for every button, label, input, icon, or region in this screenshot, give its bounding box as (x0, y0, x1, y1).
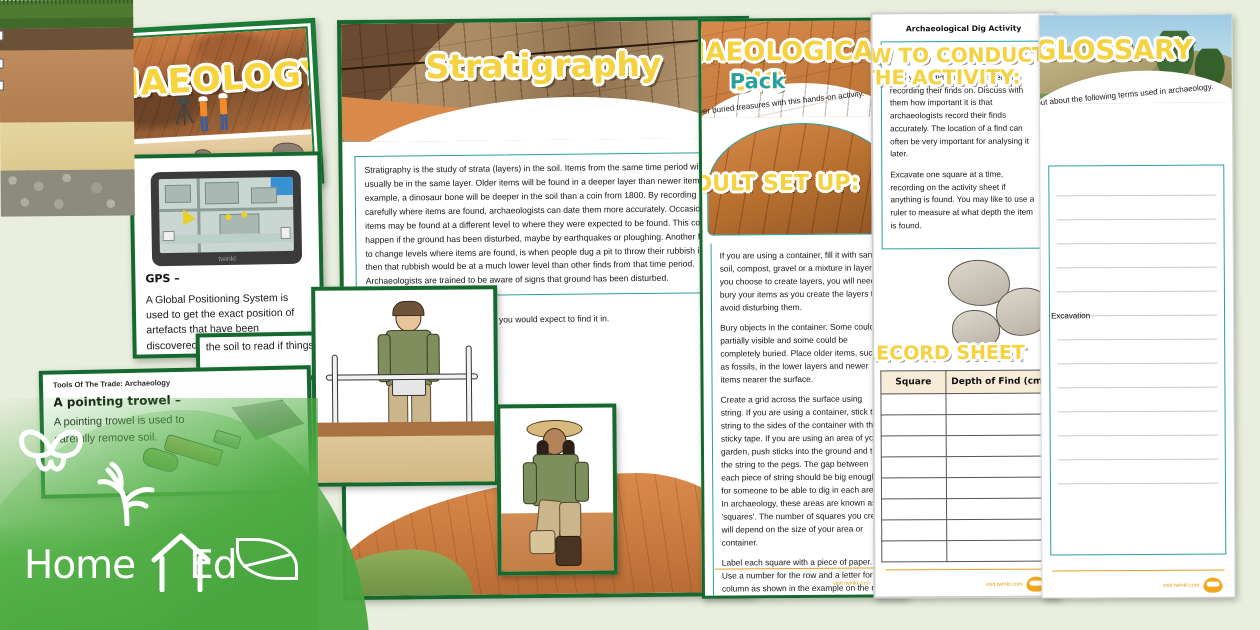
detector-crossbar (325, 373, 478, 381)
detector-ground (316, 429, 495, 483)
glossary-footer-rule (1052, 569, 1225, 572)
layer-marker-b (0, 58, 4, 69)
table-row[interactable] (881, 540, 1053, 562)
glossary-line[interactable] (1057, 387, 1218, 413)
glossary-line[interactable] (1057, 459, 1218, 485)
metal-detectorist-photo-card[interactable] (311, 285, 499, 487)
dig-footer-text: visit twinkl.com (833, 580, 870, 587)
layer-marker-d (0, 107, 3, 117)
layer-marker-c (0, 80, 4, 91)
glossary-line[interactable] (1056, 243, 1217, 269)
dig-paragraph-2: Bury objects in the container. Some coul… (720, 321, 886, 385)
glossary-line[interactable] (1056, 195, 1217, 221)
table-row[interactable] (881, 414, 1053, 436)
glossary-line[interactable] (1057, 363, 1218, 389)
glossary-line[interactable] (1058, 484, 1218, 509)
glossary-footer-text: visit twinkl.com (1162, 582, 1200, 589)
glossary-card[interactable]: GLOSSARY Find out about the following te… (1038, 13, 1236, 599)
howto-text-box: HOW TO CONDUCT THE ACTIVITY: Give your c… (870, 40, 1048, 250)
table-row[interactable] (881, 519, 1053, 541)
table-row[interactable] (881, 477, 1053, 499)
howto-title: HOW TO CONDUCT THE ACTIVITY: (870, 42, 1046, 90)
soil-layer-topsoil (0, 27, 134, 51)
detector-trench-wall (316, 421, 495, 437)
glossary-line[interactable] (1056, 171, 1217, 197)
how-to-conduct-activity-card[interactable]: Archaeological Dig Activity HOW TO CONDU… (870, 11, 1060, 599)
soil-layer-subsoil (0, 49, 135, 123)
glossary-line[interactable] (1057, 339, 1218, 365)
howto-footer-brand: visit twinkl.com (985, 576, 1046, 592)
glossary-title: GLOSSARY (1039, 34, 1194, 67)
howto-paragraph-2: Excavate one square at a time, recording… (890, 169, 1035, 231)
dig-paragraph-3: Create a grid across the surface using s… (720, 393, 888, 548)
howto-page-header: Archaeological Dig Activity (905, 23, 1022, 34)
stratigraphy-header-banner: Stratigraphy (341, 19, 747, 143)
soil-layer-sand (0, 121, 135, 171)
table-col-square: Square (880, 370, 946, 394)
glossary-line[interactable] (1057, 411, 1218, 437)
stratigraphy-text-box: Stratigraphy is the study of strata (lay… (354, 152, 736, 298)
homeed-logo-overlay: Home Ed (0, 398, 370, 630)
leaf-icon (236, 538, 298, 580)
gps-heading: GPS – (145, 271, 180, 286)
gps-device-illustration: twinkl (150, 169, 303, 267)
record-sheet-title: RECORD SHEET (870, 341, 1025, 365)
gps-device-brand: twinkl (218, 255, 236, 264)
layer-marker-a (0, 30, 4, 41)
gps-screen (158, 176, 294, 254)
glossary-line[interactable] (1056, 267, 1217, 293)
homeed-wordmark: Home Ed (24, 543, 238, 588)
glossary-line[interactable] (1057, 435, 1218, 461)
glossary-word-excavation: Excavation (1051, 311, 1091, 321)
howto-footer-text: visit twinkl.com (985, 581, 1023, 588)
soil-layer-bedrock (0, 169, 135, 217)
table-row[interactable] (881, 456, 1053, 478)
homeed-word-home: Home (24, 543, 136, 588)
butterfly-icon (19, 429, 83, 472)
worker-figure-1 (197, 95, 211, 133)
glossary-lines-box[interactable] (1048, 164, 1227, 556)
twinkl-logo-icon (1203, 577, 1223, 593)
soil-strata-diagram (0, 0, 135, 217)
table-row[interactable] (880, 393, 1053, 415)
homeed-word-ed: Ed (189, 543, 237, 588)
stratigraphy-title: Stratigraphy (425, 44, 662, 87)
table-row[interactable] (881, 435, 1053, 457)
gps-tool-card[interactable]: twinkl GPS – A Global Positioning System… (129, 151, 325, 359)
table-row[interactable] (881, 498, 1053, 520)
sprout-icon (97, 462, 155, 526)
stratigraphy-paragraph: Stratigraphy is the study of strata (lay… (364, 161, 722, 287)
archaeologist-illustration (518, 418, 599, 569)
dig-paragraph-1: If you are using a container, fill it wi… (719, 249, 886, 313)
house-icon (151, 533, 211, 592)
record-sheet-table[interactable]: Square Depth of Find (cm) (880, 370, 1053, 563)
glossary-footer-brand: visit twinkl.com (1162, 577, 1223, 593)
howto-footer-rule (885, 568, 1048, 571)
gps-card-body: twinkl GPS – A Global Positioning System… (133, 155, 320, 358)
archaeologist-photo-card[interactable] (496, 403, 618, 576)
dig-body-text: If you are using a container, fill it wi… (710, 242, 898, 599)
glossary-line[interactable] (1056, 219, 1217, 245)
